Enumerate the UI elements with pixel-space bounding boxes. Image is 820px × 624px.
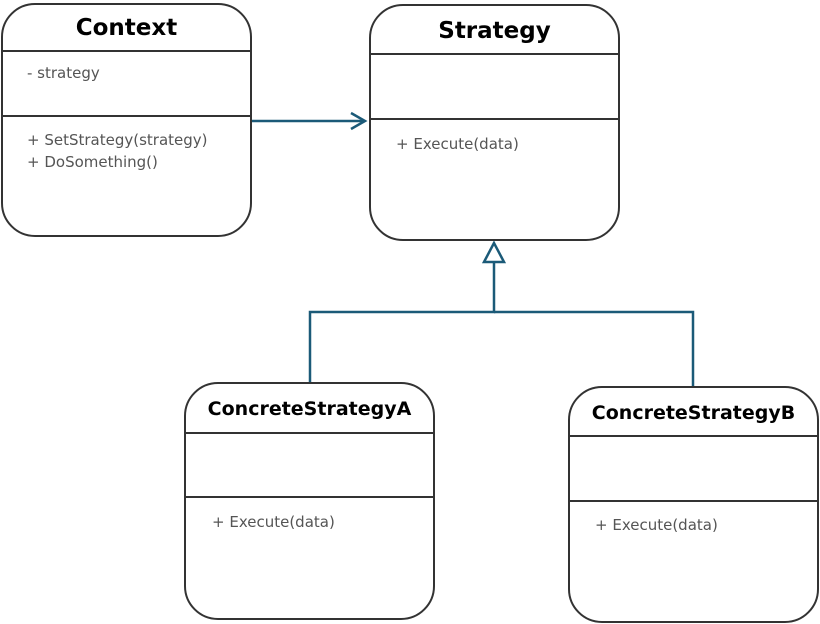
inheritance-line-b bbox=[494, 310, 695, 388]
class-name-context: Context bbox=[75, 15, 178, 41]
inheritance-line-a bbox=[308, 262, 496, 384]
class-context[interactable]: Context - strategy + SetStrategy(strateg… bbox=[1, 3, 252, 237]
method-execute: + Execute(data) bbox=[212, 513, 335, 531]
divider bbox=[186, 432, 433, 434]
association-arrowhead bbox=[350, 111, 368, 131]
class-strategy[interactable]: Strategy + Execute(data) bbox=[369, 4, 620, 241]
divider bbox=[186, 496, 433, 498]
method-execute: + Execute(data) bbox=[396, 135, 519, 153]
divider bbox=[371, 53, 618, 55]
divider bbox=[3, 115, 250, 117]
divider bbox=[3, 50, 250, 52]
method-set-strategy: + SetStrategy(strategy) bbox=[27, 131, 208, 149]
attribute-strategy: - strategy bbox=[27, 64, 100, 82]
class-concrete-strategy-a[interactable]: ConcreteStrategyA + Execute(data) bbox=[184, 382, 435, 620]
class-name-concrete-strategy-b: ConcreteStrategyB bbox=[591, 402, 796, 424]
method-execute: + Execute(data) bbox=[595, 516, 718, 534]
method-do-something: + DoSomething() bbox=[27, 153, 158, 171]
divider bbox=[570, 500, 817, 502]
inheritance-triangle-icon bbox=[481, 240, 507, 264]
divider bbox=[570, 435, 817, 437]
class-name-concrete-strategy-a: ConcreteStrategyA bbox=[207, 398, 412, 420]
class-concrete-strategy-b[interactable]: ConcreteStrategyB + Execute(data) bbox=[568, 386, 819, 623]
divider bbox=[371, 118, 618, 120]
class-name-strategy: Strategy bbox=[438, 18, 551, 44]
